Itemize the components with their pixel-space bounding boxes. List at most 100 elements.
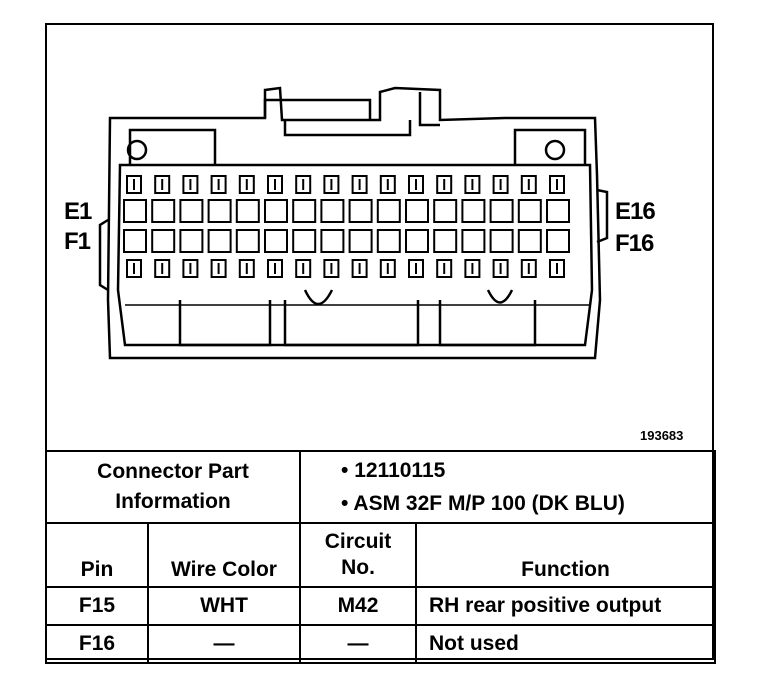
- cavity-e: [461, 199, 486, 223]
- terminal-top: [126, 175, 142, 194]
- right-latch-round: [544, 139, 566, 161]
- terminal-top: [436, 175, 453, 194]
- bottom-lock-left: [178, 300, 272, 347]
- terminal-top: [379, 175, 396, 194]
- terminal-top: [210, 175, 227, 194]
- cell-wire-color: —: [147, 624, 301, 664]
- header-circuit-line1: Circuit: [324, 530, 392, 553]
- cavity-f: [433, 229, 458, 253]
- cavity-f: [320, 229, 345, 253]
- cavity-e: [292, 199, 317, 223]
- cavity-e: [235, 199, 260, 223]
- terminal-top: [351, 175, 368, 194]
- terminal-top: [238, 175, 255, 194]
- cavity-f: [517, 229, 542, 253]
- cavity-f: [179, 229, 204, 253]
- table-row: F16 — — Not used: [45, 624, 717, 664]
- terminal-bottom: [464, 259, 481, 278]
- connector-part-heading-line2: Information: [115, 490, 231, 513]
- terminal-top: [182, 175, 199, 194]
- cell-function: RH rear positive output: [414, 586, 717, 626]
- cavity-f: [489, 229, 514, 253]
- header-circuit-line2: No.: [341, 556, 375, 579]
- terminal-top: [323, 175, 340, 194]
- cavity-f: [151, 229, 176, 253]
- cavity-e: [405, 199, 429, 223]
- left-latch: [128, 128, 217, 165]
- terminal-top: [408, 175, 424, 194]
- cavity-e: [376, 199, 401, 223]
- terminal-bottom: [492, 259, 509, 278]
- terminal-top: [549, 175, 565, 194]
- terminal-bottom: [126, 259, 142, 278]
- terminal-bottom: [408, 259, 424, 278]
- terminal-bottom: [323, 259, 340, 278]
- terminal-bottom: [520, 259, 537, 278]
- connector-inner-shell: [116, 163, 594, 347]
- cavity-e: [433, 199, 458, 223]
- header-pin: Pin: [45, 522, 149, 588]
- cavity-e: [264, 199, 288, 223]
- table-row: F15 WHT M42 RH rear positive output: [45, 586, 717, 626]
- right-latch: [513, 128, 587, 165]
- terminal-top: [295, 175, 312, 194]
- cell-circuit: —: [299, 624, 417, 664]
- terminal-top: [464, 175, 481, 194]
- label-e1: E1: [64, 198, 92, 225]
- cavity-f: [123, 229, 147, 253]
- cavity-f: [376, 229, 401, 253]
- cavity-f: [405, 229, 429, 253]
- bottom-lock-right: [438, 300, 537, 347]
- cavity-f: [461, 229, 486, 253]
- cavity-f: [207, 229, 232, 253]
- cell-wire-color: WHT: [147, 586, 301, 626]
- cavity-e: [489, 199, 514, 223]
- cavity-f: [264, 229, 288, 253]
- cell-function: Not used: [414, 624, 717, 664]
- terminal-bottom: [351, 259, 368, 278]
- cell-pin: F16: [45, 624, 149, 664]
- cavity-e: [546, 199, 570, 223]
- label-f1: F1: [64, 228, 91, 255]
- terminal-top: [154, 175, 171, 194]
- cavity-e: [320, 199, 345, 223]
- connector-part-heading: Connector Part Information: [45, 450, 301, 524]
- label-e16: E16: [615, 198, 656, 225]
- terminal-bottom: [210, 259, 227, 278]
- header-function: Function: [414, 522, 717, 588]
- cavity-f: [348, 229, 373, 253]
- label-f16: F16: [615, 230, 654, 257]
- cavity-f: [235, 229, 260, 253]
- part-description: ASM 32F M/P 100 (DK BLU): [353, 492, 625, 515]
- cavity-e: [348, 199, 373, 223]
- terminal-bottom: [295, 259, 312, 278]
- left-latch-round: [126, 139, 148, 161]
- top-tab-right: [418, 92, 440, 127]
- bottom-lock-center: [283, 300, 420, 347]
- part-number: 12110115: [354, 459, 446, 482]
- terminal-top: [492, 175, 509, 194]
- terminal-bottom: [436, 259, 453, 278]
- cavity-f: [292, 229, 317, 253]
- cavity-e: [123, 199, 147, 223]
- terminal-bottom: [182, 259, 199, 278]
- terminal-bottom: [238, 259, 255, 278]
- cavity-e: [207, 199, 232, 223]
- terminal-top: [520, 175, 537, 194]
- cavity-f: [546, 229, 570, 253]
- figure-number: 193683: [640, 428, 684, 443]
- cell-pin: F15: [45, 586, 149, 626]
- bottom-notch-2: [486, 289, 514, 304]
- cavity-grid: [123, 175, 570, 278]
- bottom-notch-1: [303, 289, 334, 306]
- cell-circuit: M42: [299, 586, 417, 626]
- top-tab-center: [283, 120, 412, 137]
- connector-part-heading-line1: Connector Part: [97, 460, 249, 483]
- terminal-bottom: [267, 259, 283, 278]
- cavity-e: [151, 199, 176, 223]
- terminal-bottom: [379, 259, 396, 278]
- cavity-e: [517, 199, 542, 223]
- terminal-top: [267, 175, 283, 194]
- top-tab-left: [263, 98, 372, 120]
